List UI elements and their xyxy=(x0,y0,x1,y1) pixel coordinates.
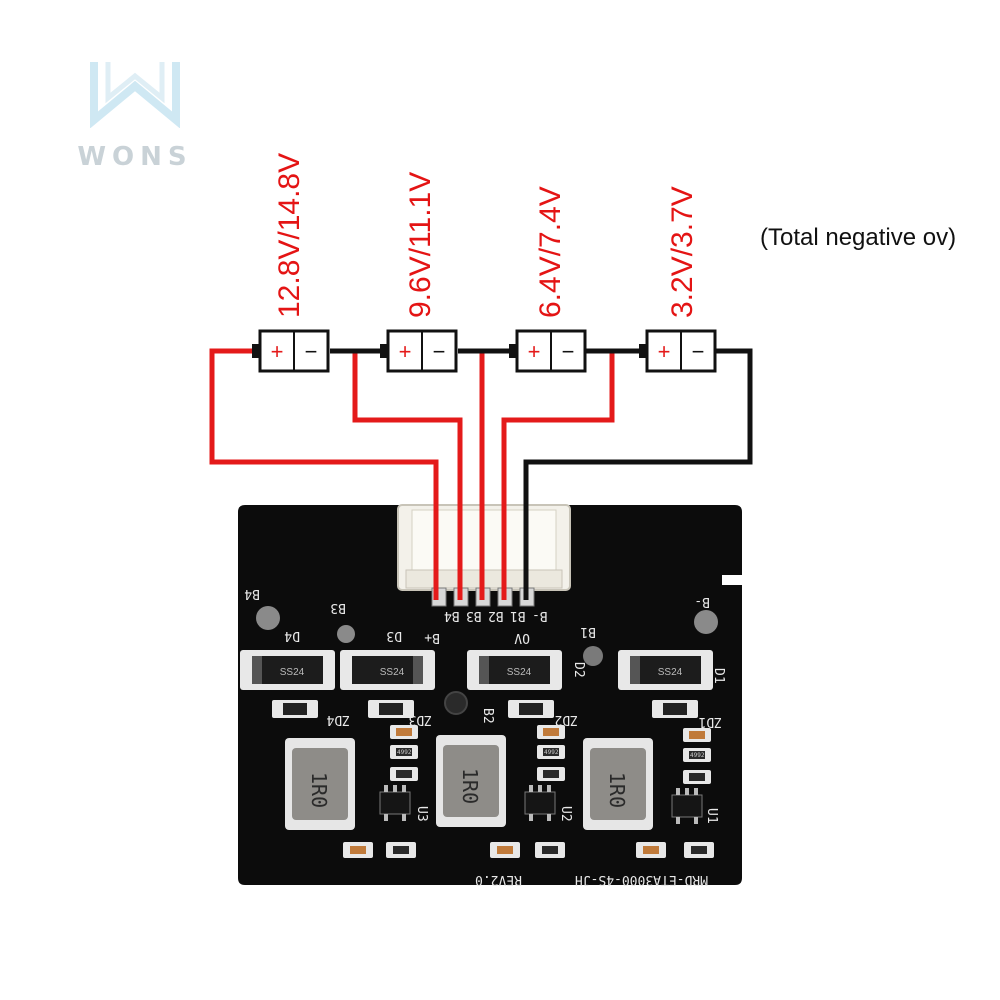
label-b1: B1 xyxy=(580,624,596,639)
diode-d2: SS24 xyxy=(467,650,562,690)
label-rev: REV2.0 xyxy=(475,872,522,887)
diode-mark: SS24 xyxy=(380,667,405,678)
battery-plus: + xyxy=(658,339,671,364)
inductor-middle: 1R0 xyxy=(436,735,506,827)
ic-mark: 4992 xyxy=(397,749,412,756)
label-bplus: B+ xyxy=(424,630,440,645)
label-bminus: B- xyxy=(694,594,710,609)
pin-label-b1: B1 xyxy=(510,608,526,623)
battery-cell-4: + − xyxy=(639,329,717,373)
pin-label-b3: B3 xyxy=(466,608,482,623)
battery-plus: + xyxy=(528,339,541,364)
battery-minus: − xyxy=(562,339,575,364)
label-u2: U2 xyxy=(558,806,573,822)
battery-plus: + xyxy=(271,339,284,364)
label-zd2: ZD2 xyxy=(555,712,578,727)
battery-minus: − xyxy=(433,339,446,364)
battery-minus: − xyxy=(305,339,318,364)
ic-u3 xyxy=(379,785,411,821)
label-model: MRD-ETA3000-4S-JH xyxy=(575,872,708,887)
inductor-mark: 1R0 xyxy=(307,772,331,808)
total-negative-note: (Total negative ov) xyxy=(760,224,957,251)
label-zd1: ZD1 xyxy=(699,714,722,729)
label-b2: B2 xyxy=(480,708,495,724)
diode-mark: SS24 xyxy=(507,667,532,678)
pin-label-bminus: B- xyxy=(532,608,548,623)
wons-logo-mark xyxy=(90,62,180,128)
battery-minus: − xyxy=(692,339,705,364)
wire-b4 xyxy=(209,348,439,600)
ic-u2 xyxy=(524,785,556,821)
inductor-mark: 1R0 xyxy=(605,772,629,808)
ic-u1 xyxy=(671,788,703,824)
wons-logo: WONS xyxy=(60,58,210,173)
wire-bminus xyxy=(523,348,753,600)
label-u3: U3 xyxy=(414,806,429,822)
label-b3: B3 xyxy=(330,600,346,615)
diode-d3: SS24 xyxy=(340,650,435,690)
connector-pin-labels: B4 B3 B2 B1 B- xyxy=(444,608,548,623)
logo-text: WONS xyxy=(77,142,193,172)
battery-cell-1: + − xyxy=(252,329,330,373)
inductor-right: 1R0 xyxy=(583,738,653,830)
ic-mark: 4992 xyxy=(690,752,705,759)
pin-label-b2: B2 xyxy=(488,608,504,623)
passive-components: 4992 4992 4992 xyxy=(343,725,714,858)
wires xyxy=(209,348,753,600)
zener-diodes xyxy=(272,700,698,718)
board-silkscreen: B4 B3 B- B1 B+ OV D4 D3 D2 D1 B2 ZD4 ZD3… xyxy=(244,586,726,887)
diode-d4: SS24 xyxy=(240,650,335,690)
diode-mark: SS24 xyxy=(280,667,305,678)
label-d4: D4 xyxy=(284,628,300,643)
diode-d1: SS24 xyxy=(618,650,713,690)
inductor-mark: 1R0 xyxy=(458,768,482,804)
pin-label-b4: B4 xyxy=(444,608,460,623)
label-ov: OV xyxy=(514,630,530,645)
battery-cell-2: + − xyxy=(380,329,458,373)
inductor-left: 1R0 xyxy=(285,738,355,830)
label-b4: B4 xyxy=(244,586,260,601)
label-d3: D3 xyxy=(386,628,402,643)
diode-mark: SS24 xyxy=(658,667,683,678)
battery-cell-3: + − xyxy=(509,329,587,373)
label-d1: D1 xyxy=(711,668,726,684)
battery-plus: + xyxy=(399,339,412,364)
label-zd3: ZD3 xyxy=(409,712,432,727)
label-u1: U1 xyxy=(704,808,719,824)
label-zd4: ZD4 xyxy=(326,712,350,727)
ic-mark: 4992 xyxy=(544,749,559,756)
label-d2: D2 xyxy=(571,662,586,678)
